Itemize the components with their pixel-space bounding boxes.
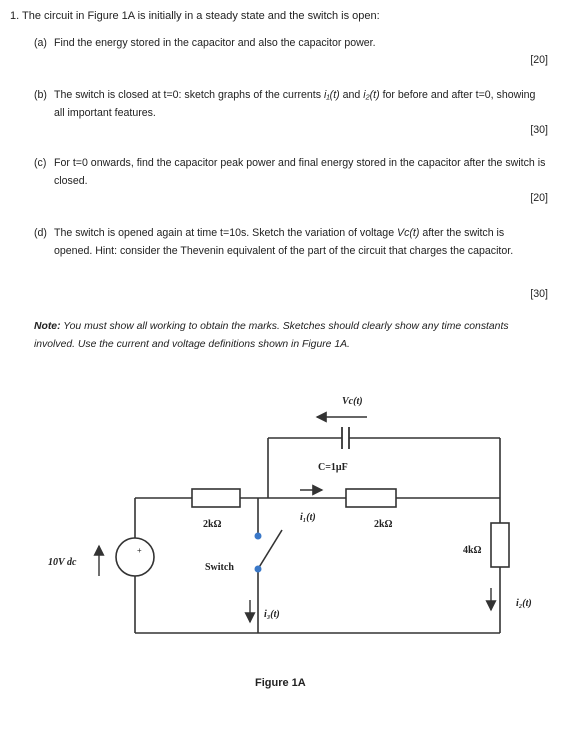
vc-label: Vc(t) xyxy=(342,396,363,407)
part-c: (c) For t=0 onwards, find the capacitor p… xyxy=(34,154,546,190)
part-d-vc: Vc(t) xyxy=(397,227,420,239)
circuit-diagram: + 10V dc 2kΩ Switch i₁(t) 2kΩ 4kΩ i₂(t) … xyxy=(48,396,532,634)
part-a-text: Find the energy stored in the capacitor … xyxy=(54,37,376,49)
part-d-text-pre: The switch is opened again at time t=10s… xyxy=(54,227,398,239)
question-title: 1. The circuit in Figure 1A is initially… xyxy=(10,10,380,22)
part-d-marks: [30] xyxy=(530,288,548,300)
part-a-label: (a) xyxy=(34,37,47,49)
circuit-wires xyxy=(134,437,501,634)
capacitor-symbol xyxy=(341,427,350,449)
part-b-and: and xyxy=(339,89,364,101)
resistor-right-symbol xyxy=(490,522,510,568)
switch-contact-bottom xyxy=(254,565,262,573)
part-b-label: (b) xyxy=(34,89,47,101)
resistor-left-label: 2kΩ xyxy=(203,519,222,530)
part-b-text-post: for before and after t=0, showing all im… xyxy=(54,89,536,119)
figure-caption: Figure 1A xyxy=(255,677,306,689)
part-c-marks: [20] xyxy=(530,192,548,204)
resistor-mid-symbol xyxy=(345,488,397,508)
resistor-mid-label: 2kΩ xyxy=(374,519,393,530)
switch-contact-top xyxy=(254,532,262,540)
part-b-marks: [30] xyxy=(530,124,548,136)
part-d-label: (d) xyxy=(34,227,47,239)
part-b-i1: i₁(t) xyxy=(323,89,340,101)
part-a: (a) Find the energy stored in the capacit… xyxy=(34,34,546,52)
part-a-marks: [20] xyxy=(530,54,548,66)
source-plus-sign: + xyxy=(137,546,142,555)
part-b-i2: i₂(t) xyxy=(363,89,380,101)
note-text: You must show all working to obtain the … xyxy=(34,321,509,350)
switch-label: Switch xyxy=(205,562,234,573)
part-c-text: For t=0 onwards, find the capacitor peak… xyxy=(54,157,546,187)
capacitor-label: C=1μF xyxy=(318,462,348,473)
note: Note: You must show all working to obtai… xyxy=(34,318,534,354)
i1-label: i₁(t) xyxy=(300,512,316,523)
source-label: 10V dc xyxy=(48,557,77,568)
voltage-source-symbol xyxy=(115,537,155,577)
i3-label: i₃(t) xyxy=(264,609,280,620)
resistor-left-symbol xyxy=(191,488,241,508)
note-label: Note: xyxy=(34,321,61,332)
part-d-text-post: after the switch is opened. Hint: consid… xyxy=(54,227,514,257)
part-b-text-pre: The switch is closed at t=0: sketch grap… xyxy=(54,89,324,101)
part-d: (d) The switch is opened again at time t=… xyxy=(34,224,524,260)
part-c-label: (c) xyxy=(34,157,47,169)
resistor-right-label: 4kΩ xyxy=(463,545,482,556)
i2-label: i₂(t) xyxy=(516,598,532,609)
part-b: (b) The switch is closed at t=0: sketch g… xyxy=(34,86,546,122)
